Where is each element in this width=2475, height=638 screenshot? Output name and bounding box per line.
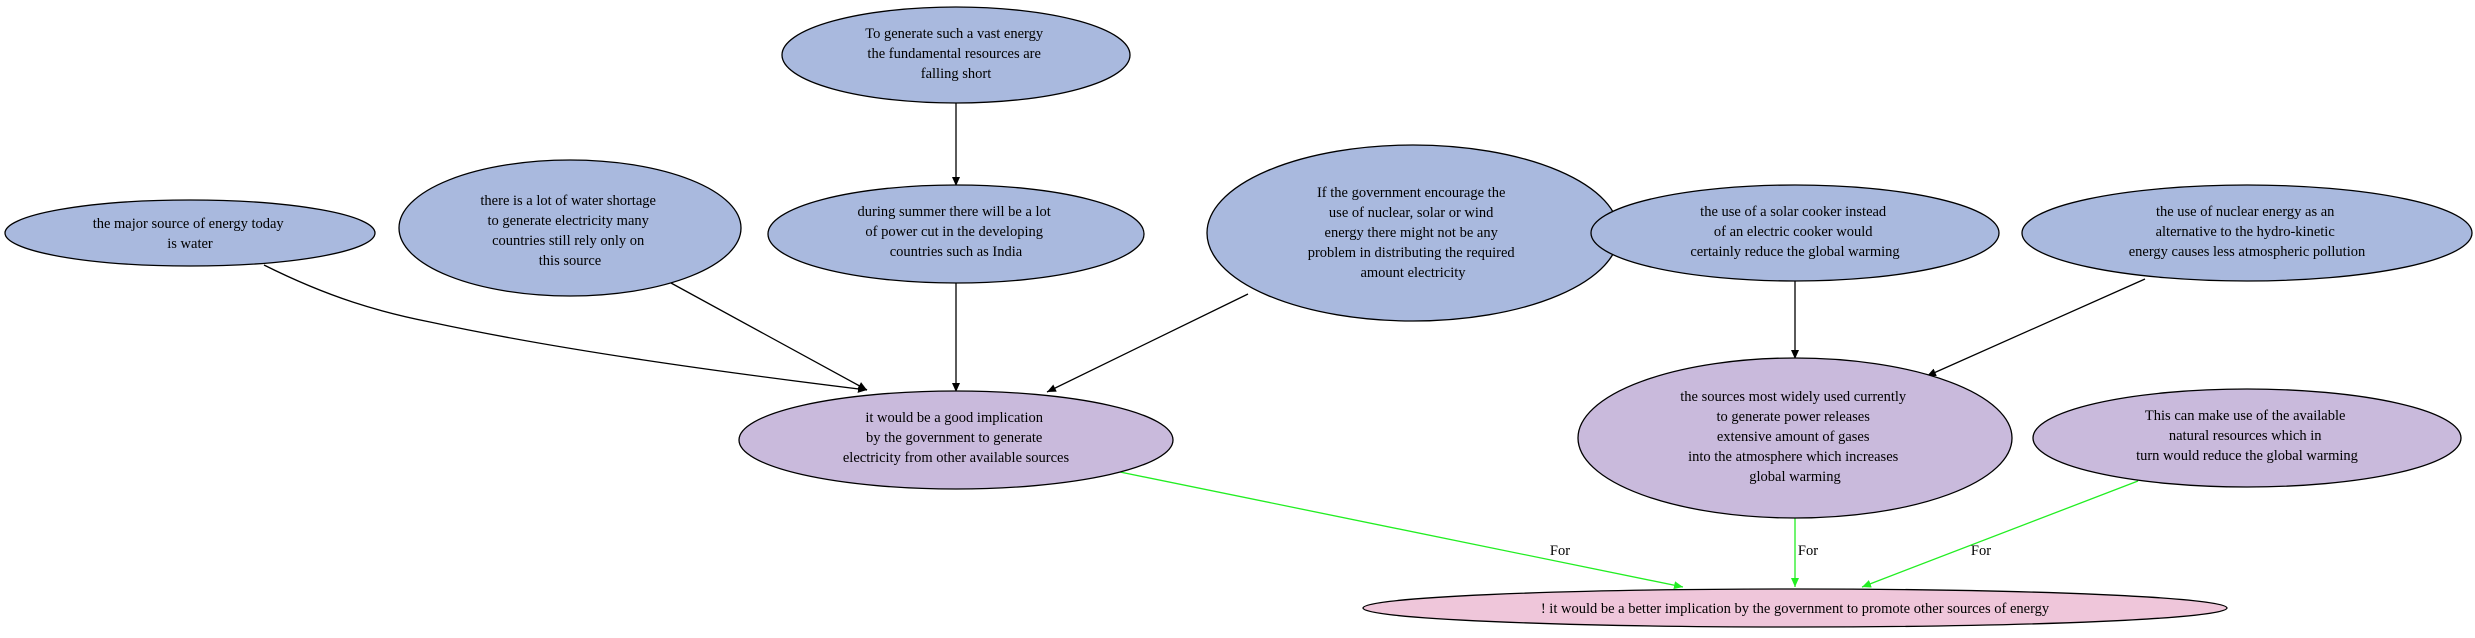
svg-text:there is a lot of water shorta: there is a lot of water shortage to gene… <box>480 193 659 269</box>
node-shortage: there is a lot of water shortage to gene… <box>398 159 742 297</box>
node-implication: it would be a good implication by the go… <box>738 390 1174 490</box>
edge-label-for-2: For <box>1798 543 1818 559</box>
svg-text:the use of a solar cooker inst: the use of a solar cooker instead of an … <box>1690 204 1899 260</box>
svg-text:To generate such a vast energy: To generate such a vast energy the funda… <box>865 26 1047 82</box>
edge-implication-to-conclusion <box>1119 471 1684 590</box>
edge-water-to-implication <box>263 264 868 393</box>
node-govt: If the government encourage the use of n… <box>1206 144 1620 322</box>
svg-text:This can make use of the avail: This can make use of the available natur… <box>2136 408 2358 464</box>
edges <box>263 103 2146 590</box>
edge-natural-to-conclusion <box>1861 480 2139 588</box>
edge-shortage-to-implication <box>670 282 868 391</box>
edge-govt-to-implication <box>1046 293 1249 393</box>
node-solar: the use of a solar cooker instead of an … <box>1590 184 2000 282</box>
node-summer: during summer there will be a lot of pow… <box>767 184 1145 284</box>
node-water: the major source of energy today is wate… <box>4 199 376 267</box>
edge-label-for-1: For <box>1550 543 1570 559</box>
node-nuclear: the use of nuclear energy as an alternat… <box>2021 184 2473 282</box>
node-sources: the sources most widely used currently t… <box>1577 357 2013 519</box>
svg-text:it would be a good implication: it would be a good implication by the go… <box>843 410 1070 466</box>
svg-text:the major source of energy tod: the major source of energy today is wate… <box>93 216 288 252</box>
svg-text:! it would be a better implica: ! it would be a better implication by th… <box>1541 601 2050 617</box>
node-top: To generate such a vast energy the funda… <box>781 6 1131 104</box>
edge-nuclear-to-sources <box>1926 278 2146 377</box>
svg-text:If the government encourage th: If the government encourage the use of n… <box>1308 185 1519 281</box>
edge-labels: For For For <box>1550 543 1991 559</box>
svg-text:the use of nuclear energy as a: the use of nuclear energy as an alternat… <box>2129 204 2366 260</box>
svg-text:during summer there will be a: during summer there will be a lot of pow… <box>858 204 1055 260</box>
node-conclusion: ! it would be a better implication by th… <box>1362 588 2228 628</box>
svg-text:the sources most widely used c: the sources most widely used currently t… <box>1680 389 1910 485</box>
edge-label-for-3: For <box>1971 543 1991 559</box>
node-natural: This can make use of the available natur… <box>2032 388 2462 488</box>
